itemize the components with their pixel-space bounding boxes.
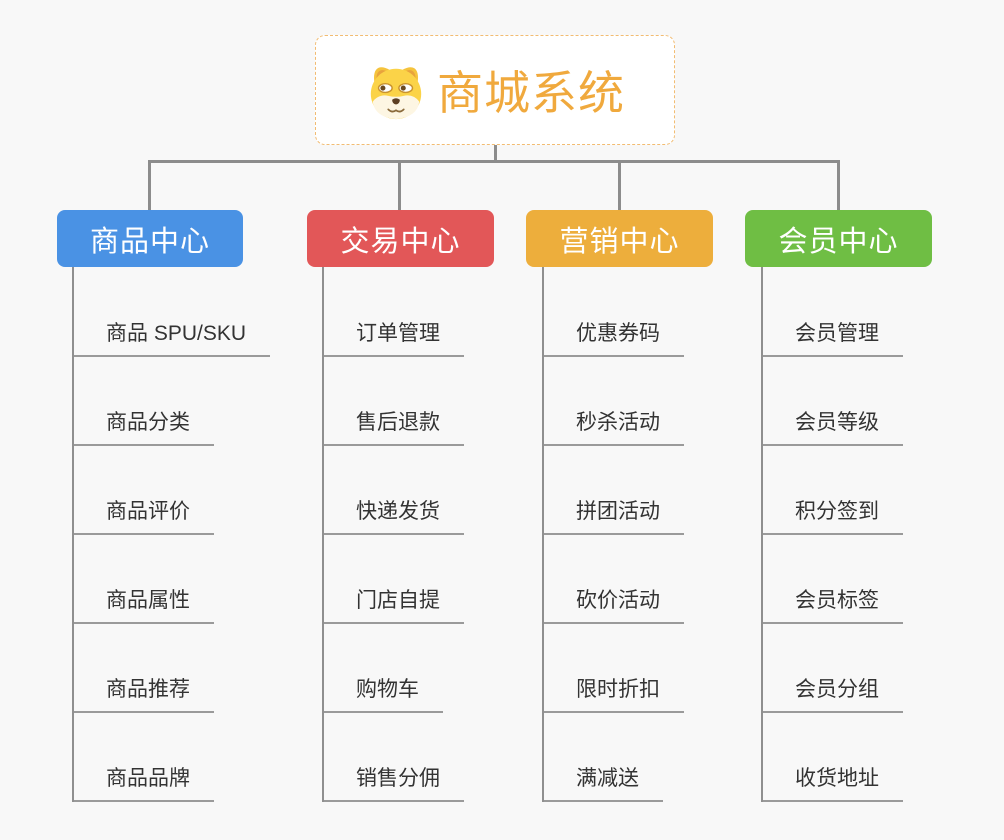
- subtopic-store-pickup[interactable]: 门店自提: [324, 586, 464, 624]
- subtopic-flash-sale[interactable]: 秒杀活动: [544, 408, 684, 446]
- subtopics-product-center: 商品 SPU/SKU 商品分类 商品评价 商品属性 商品推荐 商品品牌: [72, 267, 271, 802]
- branch-node-product-center[interactable]: 商品中心: [57, 210, 243, 267]
- subtopic-member-level[interactable]: 会员等级: [763, 408, 903, 446]
- subtopic-member-management[interactable]: 会员管理: [763, 319, 903, 357]
- subtopic-order-management[interactable]: 订单管理: [324, 319, 464, 357]
- subtopic-product-category[interactable]: 商品分类: [74, 408, 214, 446]
- subtopic-group-buy[interactable]: 拼团活动: [544, 497, 684, 535]
- connector-root-stem: [494, 145, 497, 162]
- connector-drop-member: [837, 161, 840, 210]
- root-node[interactable]: 商城系统: [315, 35, 675, 145]
- branch-node-trade-center[interactable]: 交易中心: [307, 210, 494, 267]
- branch-node-marketing-center[interactable]: 营销中心: [526, 210, 713, 267]
- subtopic-product-brand[interactable]: 商品品牌: [74, 764, 214, 802]
- doge-face-icon: [370, 67, 422, 120]
- connector-drop-trade: [398, 161, 401, 210]
- subtopic-express-shipping[interactable]: 快递发货: [324, 497, 464, 535]
- subtopics-trade-center: 订单管理 售后退款 快递发货 门店自提 购物车 销售分佣: [322, 267, 464, 802]
- subtopic-product-review[interactable]: 商品评价: [74, 497, 214, 535]
- subtopic-points-checkin[interactable]: 积分签到: [763, 497, 903, 535]
- subtopic-bargain-activity[interactable]: 砍价活动: [544, 586, 684, 624]
- subtopic-coupon-code[interactable]: 优惠券码: [544, 319, 684, 357]
- subtopic-product-spu-sku[interactable]: 商品 SPU/SKU: [74, 319, 271, 357]
- connector-drop-marketing: [618, 161, 621, 210]
- connector-drop-product: [148, 161, 151, 210]
- subtopics-marketing-center: 优惠券码 秒杀活动 拼团活动 砍价活动 限时折扣 满减送: [542, 267, 684, 802]
- connector-horizontal-bar: [148, 160, 840, 163]
- subtopic-member-group[interactable]: 会员分组: [763, 675, 903, 713]
- root-title: 商城系统: [437, 67, 625, 119]
- subtopic-shopping-cart[interactable]: 购物车: [324, 675, 443, 713]
- subtopic-full-reduction[interactable]: 满减送: [544, 764, 663, 802]
- branch-node-member-center[interactable]: 会员中心: [745, 210, 932, 267]
- subtopic-product-recommend[interactable]: 商品推荐: [74, 675, 214, 713]
- subtopic-sales-commission[interactable]: 销售分佣: [324, 764, 464, 802]
- subtopic-aftersale-refund[interactable]: 售后退款: [324, 408, 464, 446]
- subtopic-member-tag[interactable]: 会员标签: [763, 586, 903, 624]
- subtopics-member-center: 会员管理 会员等级 积分签到 会员标签 会员分组 收货地址: [761, 267, 903, 802]
- subtopic-limited-time-discount[interactable]: 限时折扣: [544, 675, 684, 713]
- subtopic-shipping-address[interactable]: 收货地址: [763, 764, 903, 802]
- subtopic-product-attribute[interactable]: 商品属性: [74, 586, 214, 624]
